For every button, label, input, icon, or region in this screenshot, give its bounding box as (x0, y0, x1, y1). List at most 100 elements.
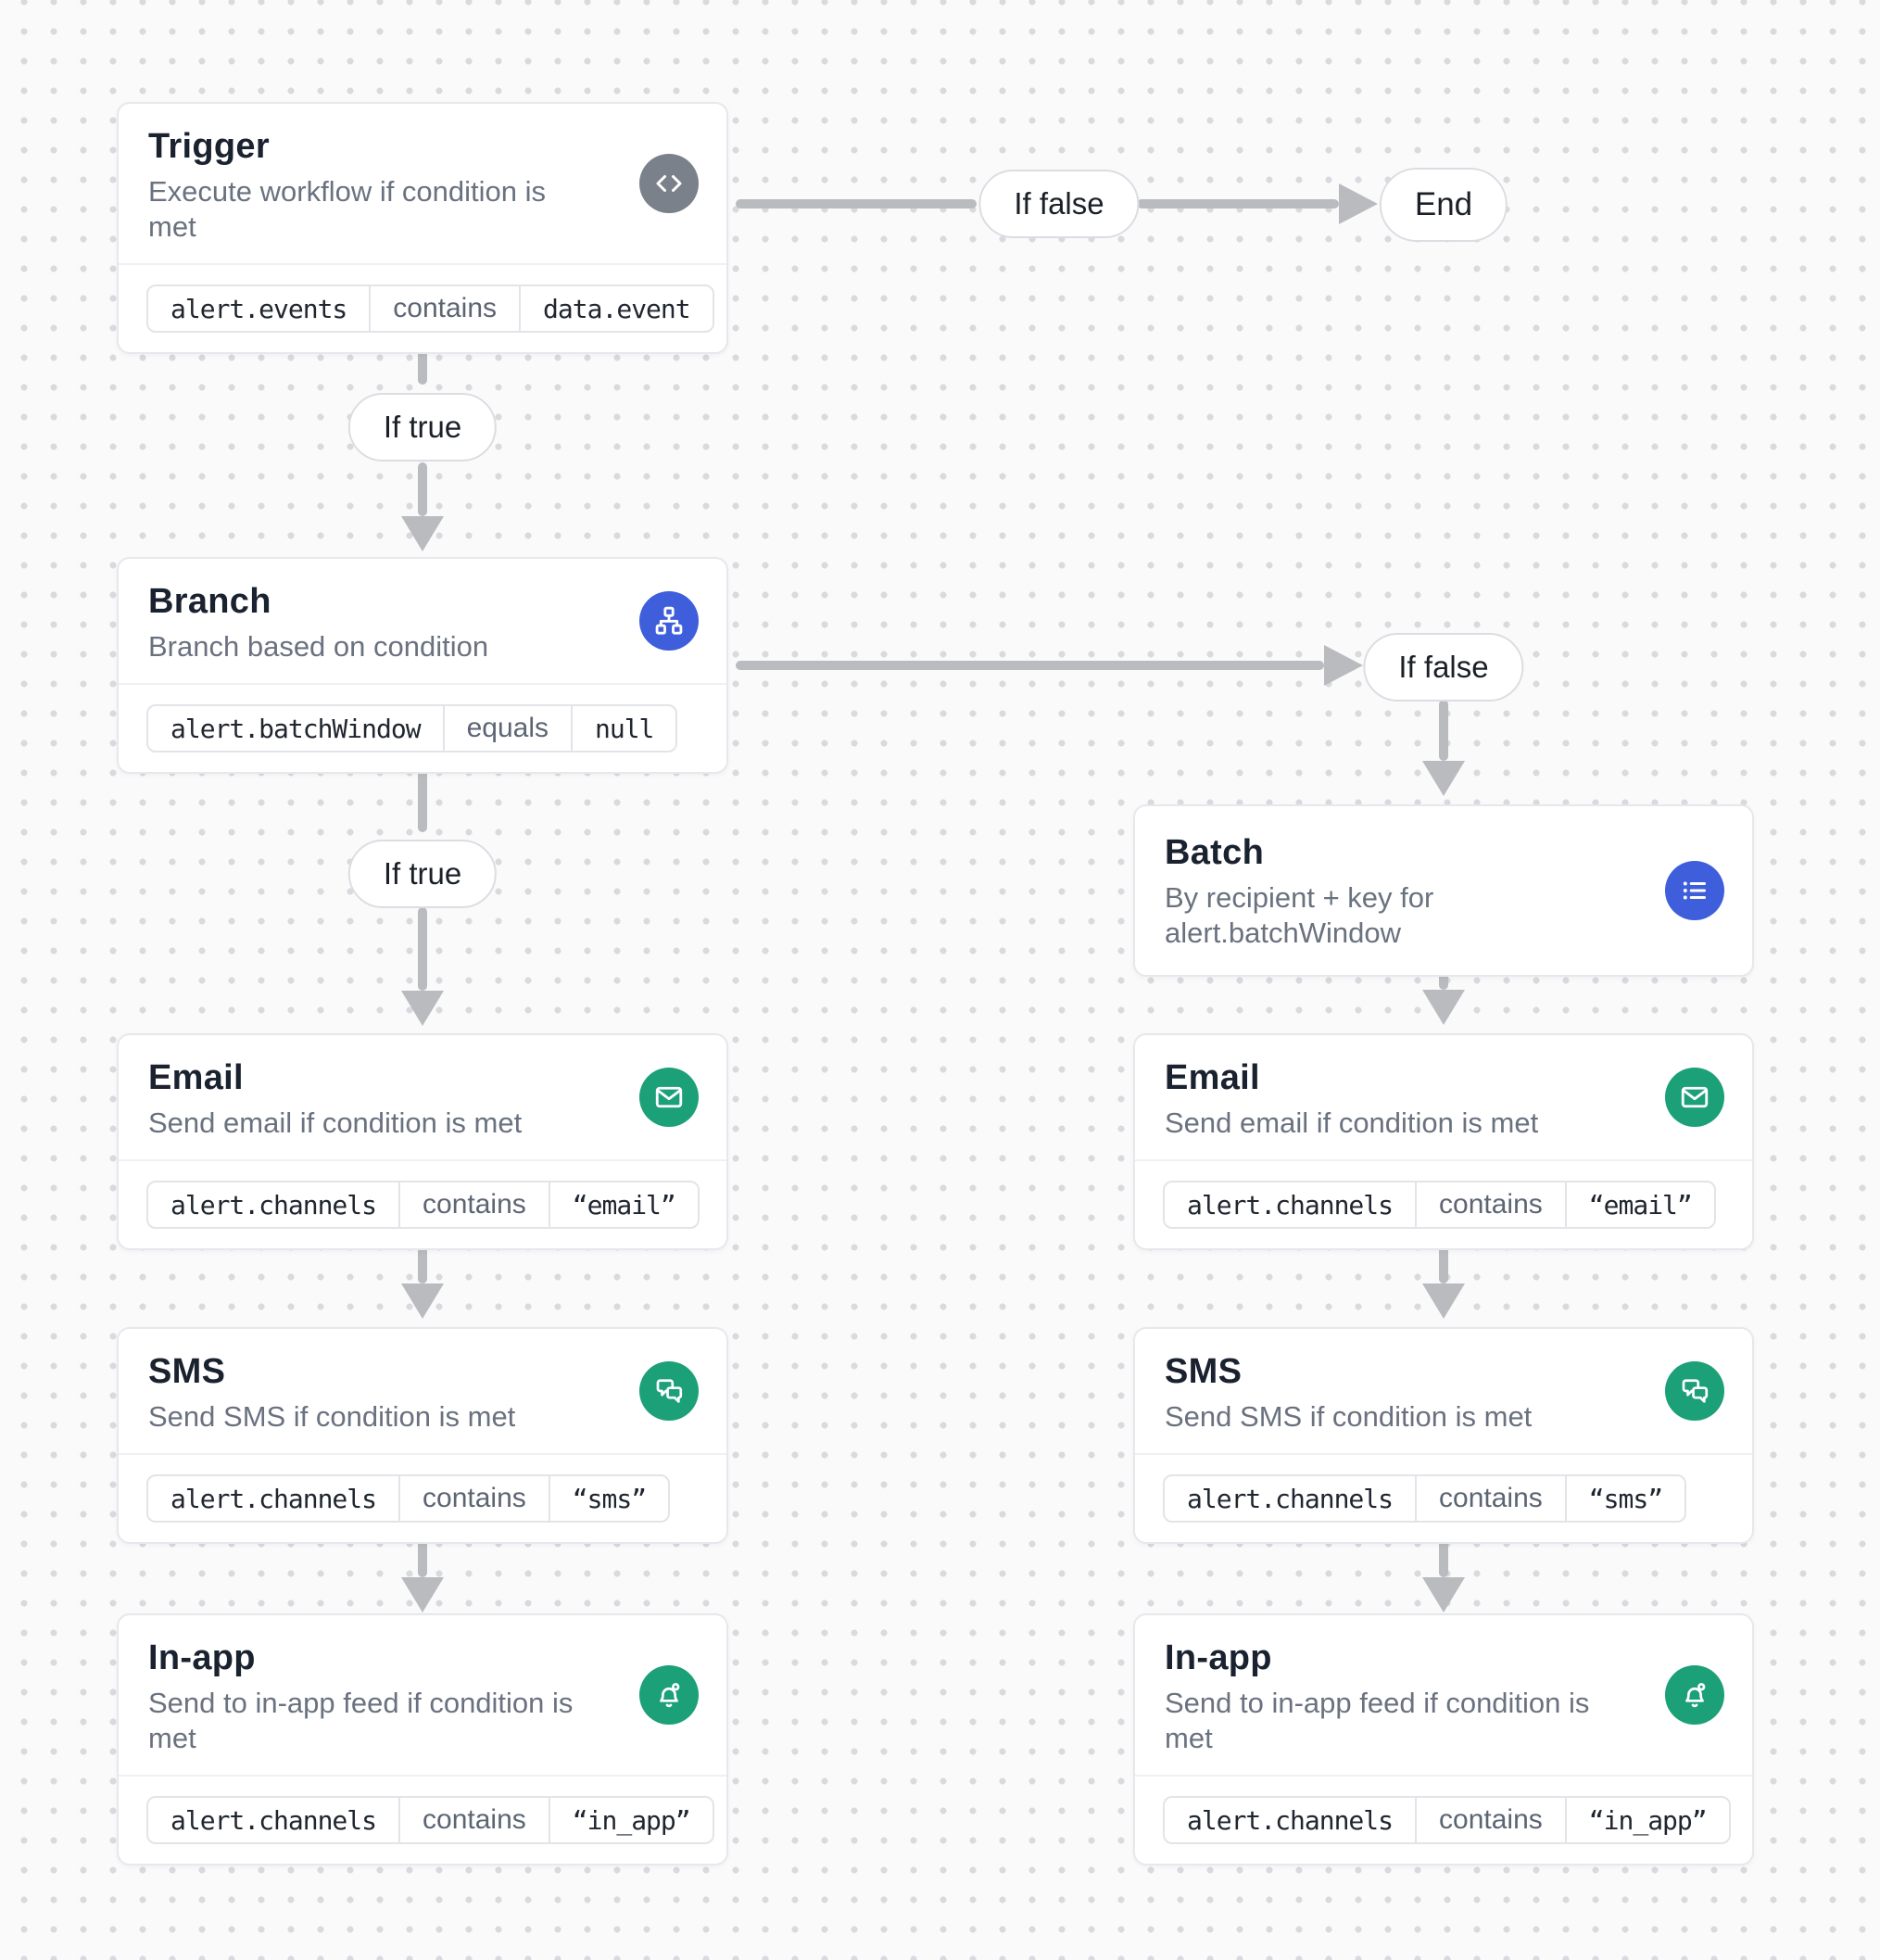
edge-iftrue2-to-email (418, 907, 427, 991)
edge-email-to-sms-right (1439, 1237, 1448, 1283)
email-node[interactable]: Email Send email if condition is met ale… (1133, 1033, 1754, 1250)
condition-row: alert.channels contains “in_app” (119, 1775, 726, 1864)
condition-chip: alert.events contains data.event (146, 285, 714, 333)
branch-node[interactable]: Branch Branch based on condition alert.b… (117, 557, 728, 774)
node-header: Email Send email if condition is met (1135, 1035, 1752, 1159)
node-subtitle: By recipient + key for alert.batchWindow (1165, 881, 1434, 949)
node-subtitle: Send email if condition is met (1165, 1106, 1539, 1139)
condition-field: alert.channels (1187, 1483, 1394, 1514)
node-header: In-app Send to in-app feed if condition … (119, 1615, 726, 1775)
sms-node[interactable]: SMS Send SMS if condition is met alert.c… (117, 1327, 728, 1544)
email-node[interactable]: Email Send email if condition is met ale… (117, 1033, 728, 1250)
condition-row: alert.channels contains “email” (119, 1159, 726, 1248)
arrowhead-down (1422, 1283, 1465, 1319)
edge-label-if-false: If false (1363, 633, 1524, 702)
end-node: End (1379, 168, 1508, 242)
condition-chip: alert.batchWindow equals null (146, 704, 678, 752)
chat-bubbles-icon (1665, 1361, 1724, 1421)
arrowhead-down (1422, 761, 1465, 796)
condition-value: data.event (519, 286, 713, 331)
condition-field: alert.channels (1187, 1804, 1394, 1836)
condition-value: “email” (548, 1182, 698, 1227)
node-title: In-app (148, 1638, 256, 1677)
condition-row: alert.channels contains “email” (1135, 1159, 1752, 1248)
condition-value: “sms” (548, 1476, 668, 1521)
condition-chip: alert.channels contains “in_app” (146, 1796, 714, 1844)
edge-iftrue-to-branch (418, 462, 427, 516)
node-subtitle: Send email if condition is met (148, 1106, 523, 1139)
node-title: Email (148, 1058, 244, 1097)
arrowhead-right (1324, 645, 1363, 686)
condition-value: “in_app” (1564, 1798, 1729, 1842)
node-subtitle: Execute workflow if condition is met (148, 175, 547, 243)
condition-value: “sms” (1564, 1476, 1684, 1521)
edge-label-if-true: If true (347, 393, 498, 462)
condition-row: alert.channels contains “sms” (119, 1453, 726, 1542)
list-icon (1665, 861, 1724, 920)
condition-value: “in_app” (548, 1798, 713, 1842)
edge-iffalse-to-end (1137, 199, 1339, 209)
node-title: Email (1165, 1058, 1260, 1097)
mail-icon (1665, 1068, 1724, 1127)
in-app-node[interactable]: In-app Send to in-app feed if condition … (1133, 1613, 1754, 1865)
node-header: Batch By recipient + key for alert.batch… (1135, 806, 1752, 975)
arrowhead-down (401, 516, 444, 551)
condition-operator: contains (1415, 1182, 1565, 1227)
edge-sms-to-inapp-right (1439, 1531, 1448, 1577)
trigger-node[interactable]: Trigger Execute workflow if condition is… (117, 102, 728, 354)
edge-branch-to-iftrue2 (418, 758, 427, 832)
condition-operator: contains (1415, 1476, 1565, 1521)
node-header: SMS Send SMS if condition is met (1135, 1329, 1752, 1453)
node-title: SMS (1165, 1352, 1243, 1391)
node-subtitle: Send SMS if condition is met (148, 1400, 516, 1433)
condition-field: alert.channels (170, 1189, 377, 1220)
condition-field: alert.channels (170, 1804, 377, 1836)
condition-row: alert.batchWindow equals null (119, 683, 726, 772)
arrowhead-down (1422, 990, 1465, 1025)
edge-email-to-sms (418, 1237, 427, 1283)
condition-row: alert.channels contains “sms” (1135, 1453, 1752, 1542)
condition-operator: contains (398, 1476, 549, 1521)
edge-trigger-to-iffalse (736, 199, 977, 209)
condition-field: alert.events (170, 293, 347, 324)
batch-node[interactable]: Batch By recipient + key for alert.batch… (1133, 804, 1754, 977)
node-header: In-app Send to in-app feed if condition … (1135, 1615, 1752, 1775)
condition-chip: alert.channels contains “sms” (146, 1474, 671, 1523)
node-header: Trigger Execute workflow if condition is… (119, 104, 726, 263)
node-title: Batch (1165, 833, 1265, 872)
arrowhead-down (401, 991, 444, 1026)
condition-chip: alert.channels contains “in_app” (1163, 1796, 1731, 1844)
sitemap-icon (639, 591, 699, 651)
condition-value: “email” (1564, 1182, 1714, 1227)
arrowhead-right (1339, 183, 1378, 224)
node-subtitle: Branch based on condition (148, 630, 489, 663)
edge-branch-to-iffalse2 (736, 661, 1324, 670)
condition-operator: contains (398, 1182, 549, 1227)
in-app-node[interactable]: In-app Send to in-app feed if condition … (117, 1613, 728, 1865)
condition-operator: contains (1415, 1798, 1565, 1842)
mail-icon (639, 1068, 699, 1127)
condition-operator: equals (442, 706, 571, 751)
condition-chip: alert.channels contains “email” (1163, 1181, 1716, 1229)
condition-value: null (570, 706, 675, 751)
condition-field: alert.channels (170, 1483, 377, 1514)
node-header: SMS Send SMS if condition is met (119, 1329, 726, 1453)
edge-iffalse2-to-batch (1439, 700, 1448, 761)
node-title: In-app (1165, 1638, 1272, 1677)
condition-chip: alert.channels contains “sms” (1163, 1474, 1687, 1523)
node-title: Branch (148, 582, 271, 621)
code-icon (639, 154, 699, 213)
condition-chip: alert.channels contains “email” (146, 1181, 700, 1229)
chat-bubbles-icon (639, 1361, 699, 1421)
condition-row: alert.channels contains “in_app” (1135, 1775, 1752, 1864)
arrowhead-down (1422, 1577, 1465, 1612)
node-subtitle: Send to in-app feed if condition is met (1165, 1687, 1590, 1754)
condition-field: alert.channels (1187, 1189, 1394, 1220)
node-header: Email Send email if condition is met (119, 1035, 726, 1159)
arrowhead-down (401, 1283, 444, 1319)
edge-label-if-false: If false (978, 170, 1140, 238)
condition-field: alert.batchWindow (170, 713, 422, 744)
node-title: SMS (148, 1352, 226, 1391)
sms-node[interactable]: SMS Send SMS if condition is met alert.c… (1133, 1327, 1754, 1544)
